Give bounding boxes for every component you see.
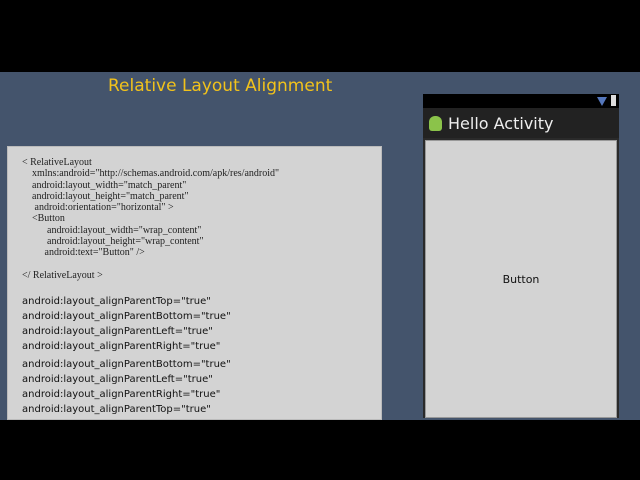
attributes-group-2: android:layout_alignParentBottom="true"a… <box>22 357 231 417</box>
code-line: android:layout_alignParentTop="true" <box>22 296 211 307</box>
action-bar: Hello Activity <box>423 108 619 138</box>
code-line: android:layout_alignParentBottom="true" <box>22 311 231 322</box>
slide-title: Relative Layout Alignment <box>108 76 333 96</box>
status-bar <box>423 94 619 108</box>
code-line: android:text="Button" /> <box>22 247 145 259</box>
app-title: Hello Activity <box>448 113 554 133</box>
code-line: < RelativeLayout <box>22 157 92 168</box>
code-line: xmlns:android="http://schemas.android.co… <box>22 168 280 180</box>
battery-icon <box>611 95 616 106</box>
code-panel: < RelativeLayout xmlns:android="http://s… <box>7 146 382 420</box>
code-line <box>22 259 279 270</box>
android-icon <box>429 115 442 131</box>
emulator-screen: Hello Activity Button <box>423 94 619 418</box>
code-line: android:layout_height="wrap_content" <box>22 236 204 248</box>
code-line: android:layout_alignParentRight="true" <box>22 341 221 352</box>
code-line: android:layout_alignParentTop="true" <box>22 404 211 415</box>
code-line: </ RelativeLayout > <box>22 269 103 281</box>
code-line: android:orientation="horizontal" > <box>22 202 174 214</box>
slide: Relative Layout Alignment < RelativeLayo… <box>0 72 640 420</box>
code-line: android:layout_alignParentLeft="true" <box>22 374 213 385</box>
code-line: android:layout_width="match_parent" <box>22 179 187 191</box>
activity-content: Button <box>425 140 617 418</box>
code-line: android:layout_alignParentBottom="true" <box>22 359 231 370</box>
button[interactable]: Button <box>502 273 540 286</box>
code-line: <Button <box>22 213 65 225</box>
code-line: android:layout_height="match_parent" <box>22 190 189 202</box>
code-line: android:layout_alignParentRight="true" <box>22 389 221 400</box>
wifi-icon <box>597 97 607 106</box>
code-line: android:layout_alignParentLeft="true" <box>22 326 213 337</box>
xml-code: < RelativeLayout xmlns:android="http://s… <box>22 157 279 281</box>
code-line: android:layout_width="wrap_content" <box>22 224 202 236</box>
attributes-group-1: android:layout_alignParentTop="true"andr… <box>22 294 231 354</box>
